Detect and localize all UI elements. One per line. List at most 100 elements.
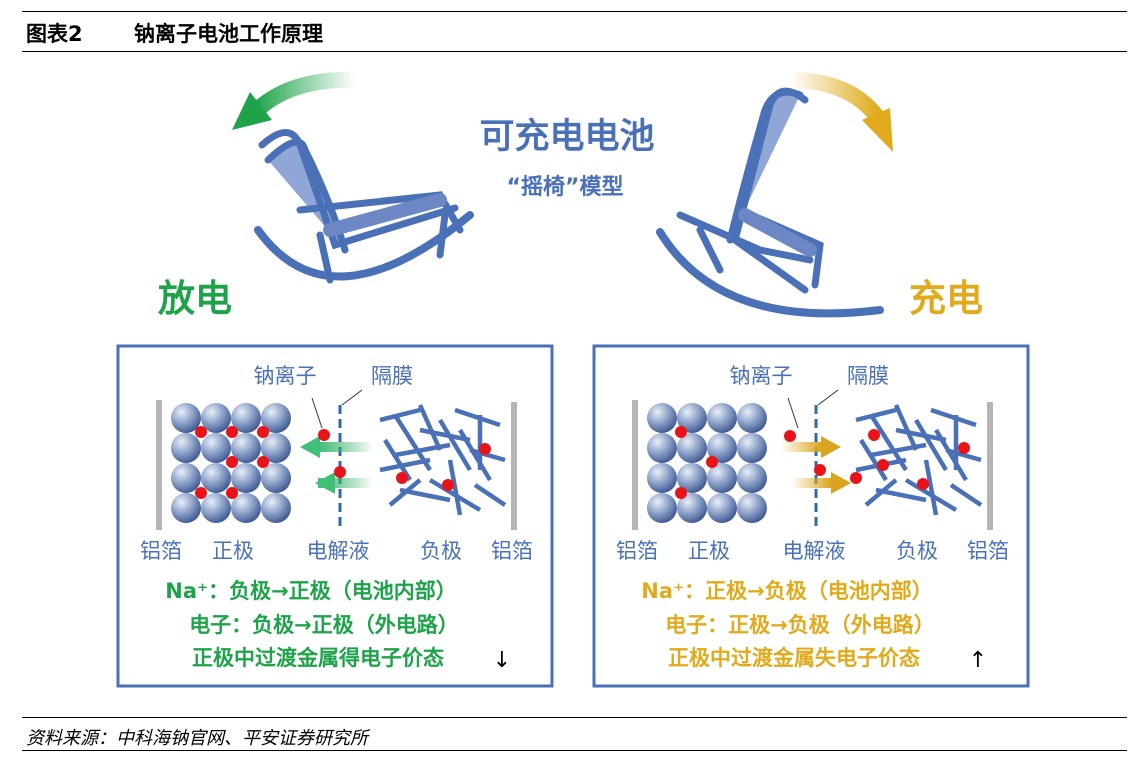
foil-left <box>156 400 162 530</box>
figure-header: 图表2 钠离子电池工作原理 <box>26 18 323 48</box>
sodium-ion-dot <box>877 459 889 471</box>
cathode-sphere <box>261 403 291 433</box>
sodium-ion-dot <box>334 466 346 478</box>
sodium-ion-dot <box>396 472 408 484</box>
cathode-sphere <box>201 433 231 463</box>
separator-leader <box>817 389 839 406</box>
separator-label: 隔膜 <box>371 364 413 388</box>
anode-carbon-stick <box>454 407 501 428</box>
cathode-sphere <box>201 403 231 433</box>
center-subtitle: “摇椅”模型 <box>507 174 624 200</box>
cathode-sphere <box>677 403 707 433</box>
cathode-sphere <box>677 433 707 463</box>
center-title: 可充电电池 <box>479 117 654 157</box>
sodium-ion-dot <box>442 479 454 491</box>
cathode-sphere <box>647 463 677 493</box>
sodium-ion-label: 钠离子 <box>254 364 317 388</box>
cathode-sphere <box>171 433 201 463</box>
cathode-label: 正极 <box>688 539 730 563</box>
discharge-panel: 钠离子隔膜铝箔正极电解液负极铝箔Na⁺：负极→正极（电池内部）电子：负极→正极（… <box>116 344 554 688</box>
sodium-ion-dot <box>226 426 238 438</box>
figure-title: 钠离子电池工作原理 <box>134 22 323 46</box>
anode-carbon-stick <box>914 418 948 472</box>
cathode-sphere <box>647 403 677 433</box>
cathode-sphere <box>647 433 677 463</box>
ion-flow-arrow-icon <box>791 478 831 488</box>
anode-carbon-stick <box>379 407 421 423</box>
anode-carbon-stick <box>419 427 471 443</box>
charge-label: 充电 <box>909 277 983 320</box>
sodium-ion-dot <box>675 487 687 499</box>
sodium-ion-dot <box>226 456 238 468</box>
cathode-sphere <box>261 493 291 523</box>
anode-carbon-stick <box>447 459 463 516</box>
note-line-2: 电子：正极→负极（外电路） <box>665 613 935 637</box>
note-line-1: Na⁺：正极→负极（电池内部） <box>641 579 932 603</box>
cathode-sphere <box>261 433 291 463</box>
anode-carbon-stick <box>388 478 422 507</box>
rocking-chair-right-icon <box>656 87 884 318</box>
anode-carbon-stick <box>893 404 919 451</box>
anode-carbon-stick <box>895 427 947 443</box>
sodium-ion-dot <box>226 487 238 499</box>
cathode-sphere <box>171 463 201 493</box>
anode-carbon-stick <box>864 478 898 507</box>
header-rule <box>22 51 1127 52</box>
separator-leader <box>341 389 363 406</box>
cathode-sphere <box>737 493 767 523</box>
anode-carbon-stick <box>383 438 412 482</box>
cathode-sphere <box>737 433 767 463</box>
electrolyte-label: 电解液 <box>783 539 846 563</box>
separator-label: 隔膜 <box>847 364 889 388</box>
top-rule <box>22 11 1127 12</box>
charge-curved-arrow-icon <box>789 72 893 152</box>
valence-trend-arrow-icon: ↓ <box>493 648 511 673</box>
cathode-sphere <box>171 493 201 523</box>
valence-trend-arrow-icon: ↑ <box>969 648 987 673</box>
electrolyte-label: 电解液 <box>307 539 370 563</box>
sodium-ion-dot <box>784 430 796 442</box>
note-line-3: 正极中过渡金属失电子价态 <box>668 646 920 670</box>
ion-flow-arrowhead-icon <box>315 472 335 494</box>
ion-flow-arrowhead-icon <box>300 436 320 458</box>
cathode-sphere <box>707 463 737 493</box>
foil-left-label: 铝箔 <box>140 539 182 563</box>
ion-flow-arrow-icon <box>318 478 373 488</box>
figure-number: 图表2 <box>26 22 83 46</box>
anode-carbon-stick <box>473 483 507 507</box>
cathode-sphere <box>201 493 231 523</box>
cathode-sphere <box>231 493 261 523</box>
sodium-ion-dot <box>917 478 929 490</box>
foil-left <box>632 400 638 530</box>
cathode-sphere <box>707 493 737 523</box>
sodium-ion-dot <box>195 426 207 438</box>
cathode-sphere <box>737 403 767 433</box>
cathode-sphere <box>231 463 261 493</box>
sodium-ion-dot <box>318 429 330 441</box>
sodium-ion-dot <box>195 487 207 499</box>
source-note: 资料来源：中科海钠官网、平安证券研究所 <box>26 728 368 749</box>
cathode-sphere <box>231 433 261 463</box>
foil-right <box>511 402 517 530</box>
sodium-ion-dot <box>479 443 491 455</box>
discharge-curved-arrow-icon <box>232 71 356 130</box>
cathode-sphere <box>171 403 201 433</box>
anode-carbon-stick <box>945 447 982 463</box>
cathode-sphere <box>737 463 767 493</box>
foil-left-label: 铝箔 <box>616 539 658 563</box>
anode-carbon-stick <box>438 418 472 472</box>
sodium-ion-dot <box>868 429 880 441</box>
anode-carbon-stick <box>930 407 977 428</box>
anode-carbon-stick <box>859 438 888 482</box>
ion-flow-arrow-icon <box>318 442 373 452</box>
cathode-label: 正极 <box>212 539 254 563</box>
ion-flow-arrow-icon <box>781 442 821 452</box>
foil-right-label: 铝箔 <box>967 539 1009 563</box>
cathode-sphere <box>647 493 677 523</box>
sodium-ion-label: 钠离子 <box>730 364 793 388</box>
anode-carbon-stick <box>870 442 927 458</box>
ion-flow-arrowhead-icon <box>831 472 851 494</box>
foil-right-label: 铝箔 <box>491 539 533 563</box>
sodium-ion-dot <box>675 426 687 438</box>
